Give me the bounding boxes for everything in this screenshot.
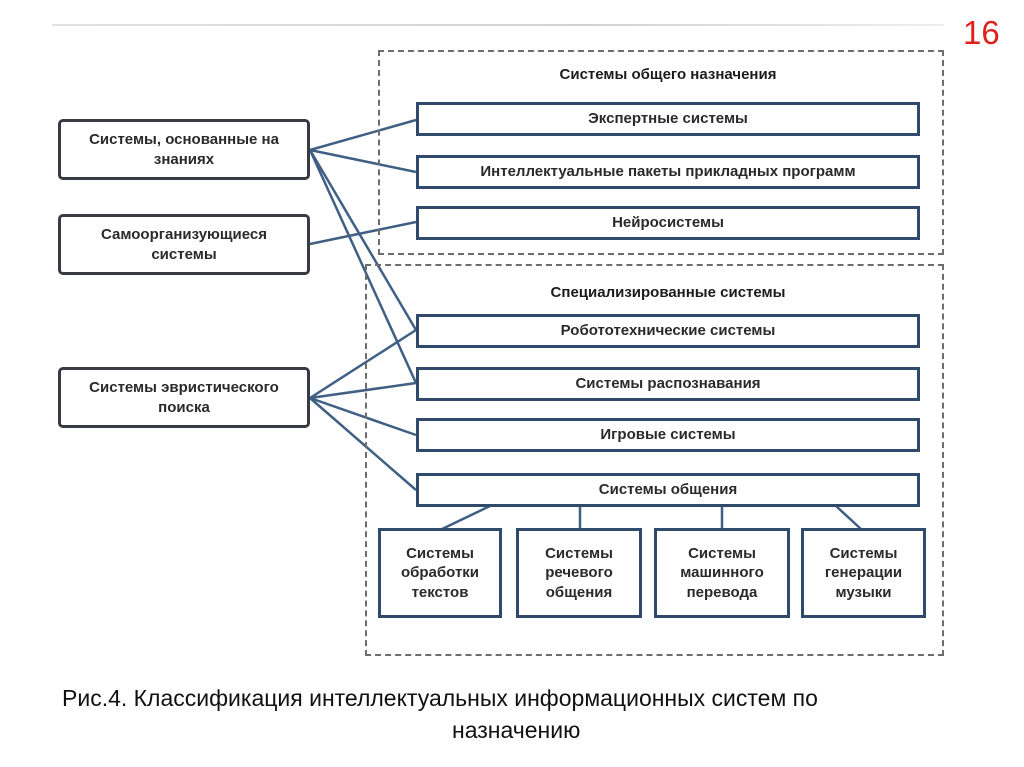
intelligent-packages-box: Интеллектуальные пакеты прикладных прогр… — [416, 155, 920, 189]
general-purpose-title: Системы общего назначения — [559, 66, 777, 83]
figure-caption-line1: Рис.4. Классификация интеллектуальных ин… — [62, 685, 818, 711]
connector-line — [439, 504, 491, 532]
communication-systems-box: Системы общения — [416, 473, 920, 507]
connector-line — [308, 149, 418, 331]
knowledge-based-systems-box: Системы, основанные на знаниях — [58, 119, 310, 180]
text-processing-box: Системы обработки текстов — [378, 528, 502, 618]
music-generation-box: Системы генерации музыки — [801, 528, 926, 618]
connector-line — [309, 396, 417, 437]
robotic-systems-box: Робототехнические системы — [416, 314, 920, 348]
speech-communication-box: Системы речевого общения — [516, 528, 642, 618]
machine-translation-box: Системы машинного перевода — [654, 528, 790, 618]
neurosystems-box: Нейросистемы — [416, 206, 920, 240]
connector-line — [309, 328, 417, 400]
expert-systems-box: Экспертные системы — [416, 102, 920, 136]
figure-caption-line2: назначению — [452, 717, 581, 743]
specialized-group — [365, 264, 944, 656]
slide-number: 16 — [963, 14, 1000, 51]
specialized-title: Специализированные системы — [550, 284, 786, 301]
general-purpose-group — [378, 50, 944, 255]
self-organizing-systems-box: Самоорганизующиеся системы — [58, 214, 310, 275]
recognition-systems-box: Системы распознавания — [416, 367, 920, 401]
connector-line — [308, 149, 418, 384]
connector-line — [309, 220, 417, 246]
heuristic-search-systems-box: Системы эвристического поиска — [58, 367, 310, 428]
connector-line — [309, 381, 417, 400]
connector-line — [835, 505, 863, 531]
header-divider — [52, 24, 944, 26]
game-systems-box: Игровые системы — [416, 418, 920, 452]
connector-line — [309, 118, 417, 152]
connector-line — [309, 148, 417, 174]
connector-line — [309, 397, 417, 491]
